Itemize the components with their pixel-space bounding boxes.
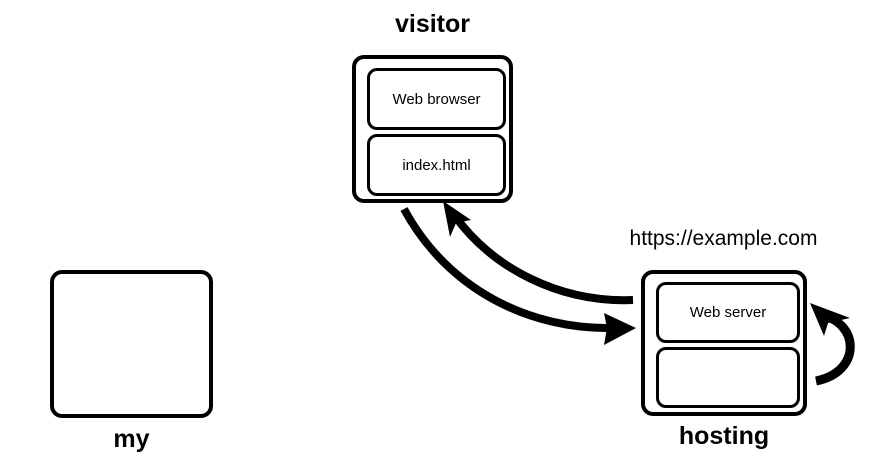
index-html-box[interactable]: index.html [367,134,506,196]
hosting-empty-box[interactable] [656,347,800,408]
hosting-url-label: https://example.com [629,227,818,250]
hosting-node-label: hosting [678,422,770,450]
index-html-label: index.html [402,156,471,174]
hosting-node-box[interactable]: Web server [641,270,807,416]
visitor-node-box[interactable]: Web browser index.html [352,55,513,203]
response-arrow [443,201,634,305]
web-server-label: Web server [689,304,767,321]
hosting-self-loop-arrow [810,303,855,386]
my-node-label: my [113,425,150,453]
web-browser-label: Web browser [392,90,481,108]
web-browser-box[interactable]: Web browser [367,68,506,130]
request-arrow [400,207,636,345]
web-server-box[interactable]: Web server [656,282,800,343]
my-node-box[interactable] [50,270,213,418]
visitor-node-label: visitor [394,10,471,38]
